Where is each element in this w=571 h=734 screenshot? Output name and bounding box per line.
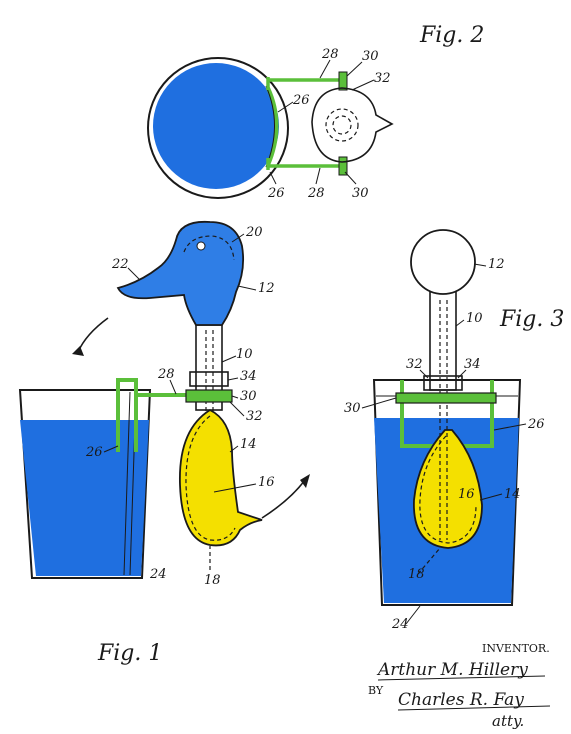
fig1-label-22: 22 — [111, 257, 129, 272]
fig1-label-24: 24 — [149, 567, 167, 582]
fig1-swing-arrow-left — [77, 317, 109, 353]
fig1-clamp-30 — [185, 389, 233, 403]
fig1-swing-arrow-right — [261, 479, 306, 519]
fig1-title: Fig. 1 — [97, 641, 162, 666]
attorney-name: Charles R. Fay — [398, 690, 524, 710]
fig1-duck-head — [116, 220, 245, 326]
fig2-label-28: 28 — [321, 47, 339, 62]
fig3-label-24: 24 — [391, 617, 409, 632]
fig1-label-30: 30 — [240, 389, 257, 404]
fig1-label-18: 18 — [204, 573, 221, 588]
fig3-body-bulb — [413, 429, 483, 549]
fig1-duck-eye — [196, 241, 206, 251]
fig1-water — [20, 420, 149, 576]
fig1-label-26: 26 — [85, 445, 103, 460]
signature-block: INVENTOR. Arthur M. Hillery BY Charles R… — [368, 642, 551, 730]
fig2-top-view: 28 30 32 26 26 28 30 Fig. 2 — [147, 23, 484, 201]
by-label: BY — [368, 684, 384, 697]
fig3-label-16: 16 — [458, 487, 475, 502]
fig1-body-bulb — [179, 408, 263, 547]
fig2-water-surface — [153, 63, 279, 189]
fig1-label-14: 14 — [240, 437, 257, 452]
fig3-collar-34 — [423, 375, 463, 391]
inventor-name: Arthur M. Hillery — [376, 660, 528, 680]
fig3-label-12: 12 — [488, 257, 505, 272]
fig2-label-26-outer: 26 — [267, 186, 285, 201]
fig3-label-32: 32 — [406, 357, 423, 372]
fig3-front-view: 12 10 32 34 30 26 16 14 18 24 Fig. 3 — [344, 229, 564, 632]
fig2-label-30-top: 30 — [362, 49, 379, 64]
fig1-collar-34 — [189, 371, 229, 387]
fig3-label-26: 26 — [527, 417, 545, 432]
fig2-title: Fig. 2 — [419, 23, 484, 48]
fig3-label-10: 10 — [466, 311, 483, 326]
fig1-label-32: 32 — [246, 409, 263, 424]
fig2-label-32: 32 — [374, 71, 391, 86]
fig1-label-10: 10 — [236, 347, 253, 362]
fig2-label-26-inner: 26 — [292, 93, 310, 108]
fig3-head-sphere — [410, 229, 476, 295]
inventor-label: INVENTOR. — [482, 642, 550, 655]
fig3-label-34: 34 — [464, 357, 481, 372]
fig1-label-12: 12 — [258, 281, 275, 296]
fig1-label-16: 16 — [258, 475, 275, 490]
fig3-label-14: 14 — [504, 487, 521, 502]
fig2-label-28-bottom: 28 — [307, 186, 325, 201]
fig3-neck-tube — [429, 289, 457, 391]
fig1-clip-26 — [116, 378, 138, 452]
fig1-label-28: 28 — [157, 367, 175, 382]
fig3-title: Fig. 3 — [499, 307, 564, 332]
fig2-duck-body — [311, 87, 394, 163]
fig1-side-view: 20 22 12 10 34 28 30 32 14 16 26 24 18 F… — [18, 220, 310, 666]
fig1-label-20: 20 — [245, 225, 263, 240]
fig3-clamp-30 — [395, 392, 497, 404]
fig3-label-30: 30 — [344, 401, 361, 416]
attorney-suffix: atty. — [492, 712, 524, 730]
fig2-clip-26 — [266, 87, 279, 166]
fig2-label-30-bottom: 30 — [352, 186, 369, 201]
fig3-label-18: 18 — [408, 567, 425, 582]
fig1-label-34: 34 — [240, 369, 257, 384]
